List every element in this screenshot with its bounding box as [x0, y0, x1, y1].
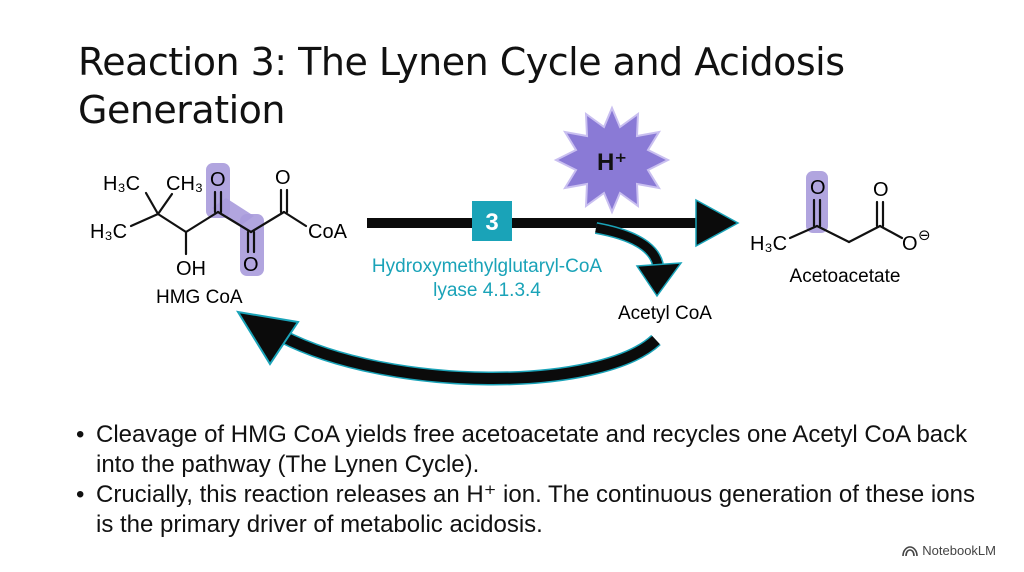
- brand-name: NotebookLM: [922, 543, 996, 558]
- page-title: Reaction 3: The Lynen Cycle and Acidosis…: [78, 40, 845, 132]
- hmg-oxygen-b: O: [243, 254, 259, 276]
- acetoacetate-h3c: H₃C: [750, 233, 787, 255]
- acetoacetate-oxygen-top: O: [873, 179, 889, 201]
- hmg-ch3-top: CH₃: [166, 173, 203, 195]
- forward-arrow: [367, 198, 740, 248]
- bullet-item: Crucially, this reaction releases an H⁺ …: [76, 480, 976, 540]
- acetoacetate-charge: ⊖: [918, 227, 931, 244]
- notebooklm-logo-icon: [902, 545, 919, 556]
- bullet-list: Cleavage of HMG CoA yields free acetoace…: [76, 420, 976, 540]
- hmg-oxygen-c: O: [275, 167, 291, 189]
- hmg-oh-label: OH: [176, 258, 206, 280]
- hmg-oxygen-a: O: [210, 169, 226, 191]
- enzyme-name-line1: Hydroxymethylglutaryl-CoA: [372, 256, 603, 277]
- return-arrow: [235, 310, 661, 386]
- hmg-h3c-left: H₃C: [90, 221, 127, 243]
- proton-label: H⁺: [597, 149, 627, 176]
- enzyme-step-number: 3: [485, 209, 498, 236]
- acetoacetate-oxygen-minus: O: [902, 233, 918, 255]
- enzyme-step-badge: 3: [472, 201, 512, 241]
- enzyme-name-line2: lyase 4.1.3.4: [433, 280, 541, 301]
- acetoacetate-highlight: [806, 171, 828, 233]
- hmg-h3c-top: H₃C: [103, 173, 140, 195]
- branch-arrow: [594, 222, 683, 298]
- starburst-icon: H⁺: [553, 105, 671, 215]
- acetoacetate-name: Acetoacetate: [790, 266, 901, 287]
- acetyl-coa-label: Acetyl CoA: [618, 303, 712, 324]
- hmg-coa-name: HMG CoA: [156, 287, 243, 308]
- bullet-item: Cleavage of HMG CoA yields free acetoace…: [76, 420, 976, 480]
- hmg-coa-label: CoA: [308, 221, 348, 243]
- acetoacetate-oxygen-keto: O: [810, 177, 826, 199]
- hmg-coa-structure: H₃C CH₃ H₃C O O O CoA OH HMG CoA: [90, 163, 348, 308]
- acetoacetate-structure: H₃C O O O ⊖ Acetoacetate: [750, 171, 931, 287]
- brand-badge: NotebookLM: [902, 543, 996, 558]
